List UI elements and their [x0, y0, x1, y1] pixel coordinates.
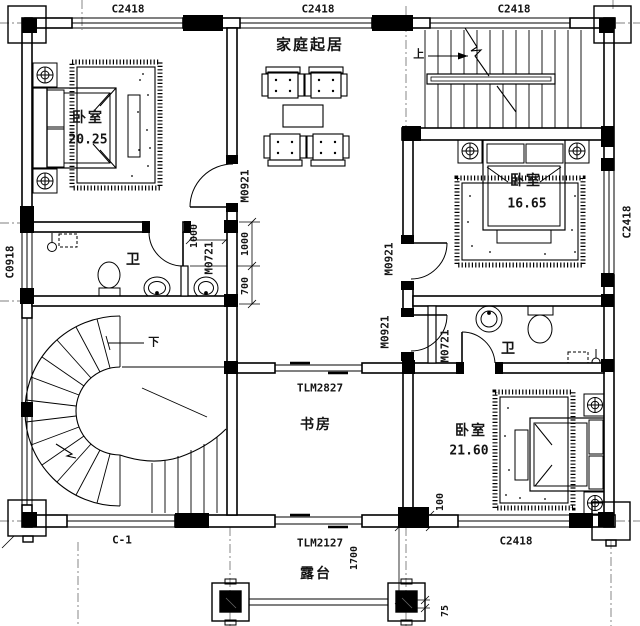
armchair: [304, 66, 348, 99]
bedroom-tr-furniture: [454, 139, 590, 268]
dim-offset-100: 100: [435, 492, 446, 512]
dim-nook-width: 1000: [189, 223, 200, 249]
dimension-lines: [1, 217, 435, 613]
window-code-bottom-left: C-1: [112, 533, 132, 547]
stair-straight: [424, 27, 582, 128]
corner-pilasters: [7, 5, 632, 547]
windows: [21, 17, 615, 529]
door-code-study-top: TLM2827: [296, 381, 344, 395]
stair-down-label: 下: [148, 336, 160, 349]
window-code-top-right: C2418: [497, 2, 531, 16]
room-area-bedroom-tl: 20.25: [68, 132, 108, 148]
armchair: [263, 133, 307, 167]
dim-terrace-1700: 1700: [349, 545, 360, 571]
armchair: [306, 133, 350, 167]
living-furniture: [261, 66, 350, 167]
terrace: [211, 578, 426, 626]
window-code-top-left: C2418: [111, 2, 145, 16]
room-area-bedroom-br: 21.60: [449, 443, 489, 459]
room-label-bedroom-br: 卧室: [455, 422, 487, 438]
door-code-bedroom-tl: M0921: [238, 169, 252, 203]
room-label-bath-left: 卫: [126, 251, 140, 267]
wall-piers: [20, 15, 614, 528]
door-code-bath-left: M0721: [202, 241, 216, 275]
bedroom-tl-furniture: [32, 59, 163, 194]
window-code-bottom-right: C2418: [499, 534, 533, 548]
room-label-bedroom-tr: 卧室: [510, 172, 542, 188]
room-label-study: 书房: [300, 416, 332, 432]
door-code-bath-right: M0721: [438, 329, 452, 363]
armchair: [261, 66, 305, 99]
door-code-bedroom-tr: M0921: [382, 242, 396, 276]
bath-left-fixtures: [47, 233, 219, 300]
room-label-living: 家庭起居: [275, 36, 345, 54]
dim-chain-700: 700: [240, 276, 251, 296]
room-label-bath-right: 卫: [501, 340, 515, 356]
dim-terrace-75: 75: [440, 604, 451, 618]
window-code-right: C2418: [620, 205, 634, 239]
door-code-study-bottom: TLM2127: [296, 536, 344, 550]
room-label-bedroom-tl: 卧室: [72, 109, 104, 125]
doors: [148, 163, 496, 364]
door-code-hall: M0921: [378, 315, 392, 349]
room-label-terrace: 露台: [300, 565, 332, 581]
bedroom-br-furniture: [492, 389, 607, 515]
window-code-top-mid: C2418: [301, 2, 335, 16]
room-area-bedroom-tr: 16.65: [507, 196, 547, 212]
stair-up-label: 上: [413, 48, 425, 61]
dim-chain-1000: 1000: [240, 231, 251, 257]
window-code-left: C0918: [3, 245, 17, 279]
stair-spiral: [24, 315, 227, 513]
